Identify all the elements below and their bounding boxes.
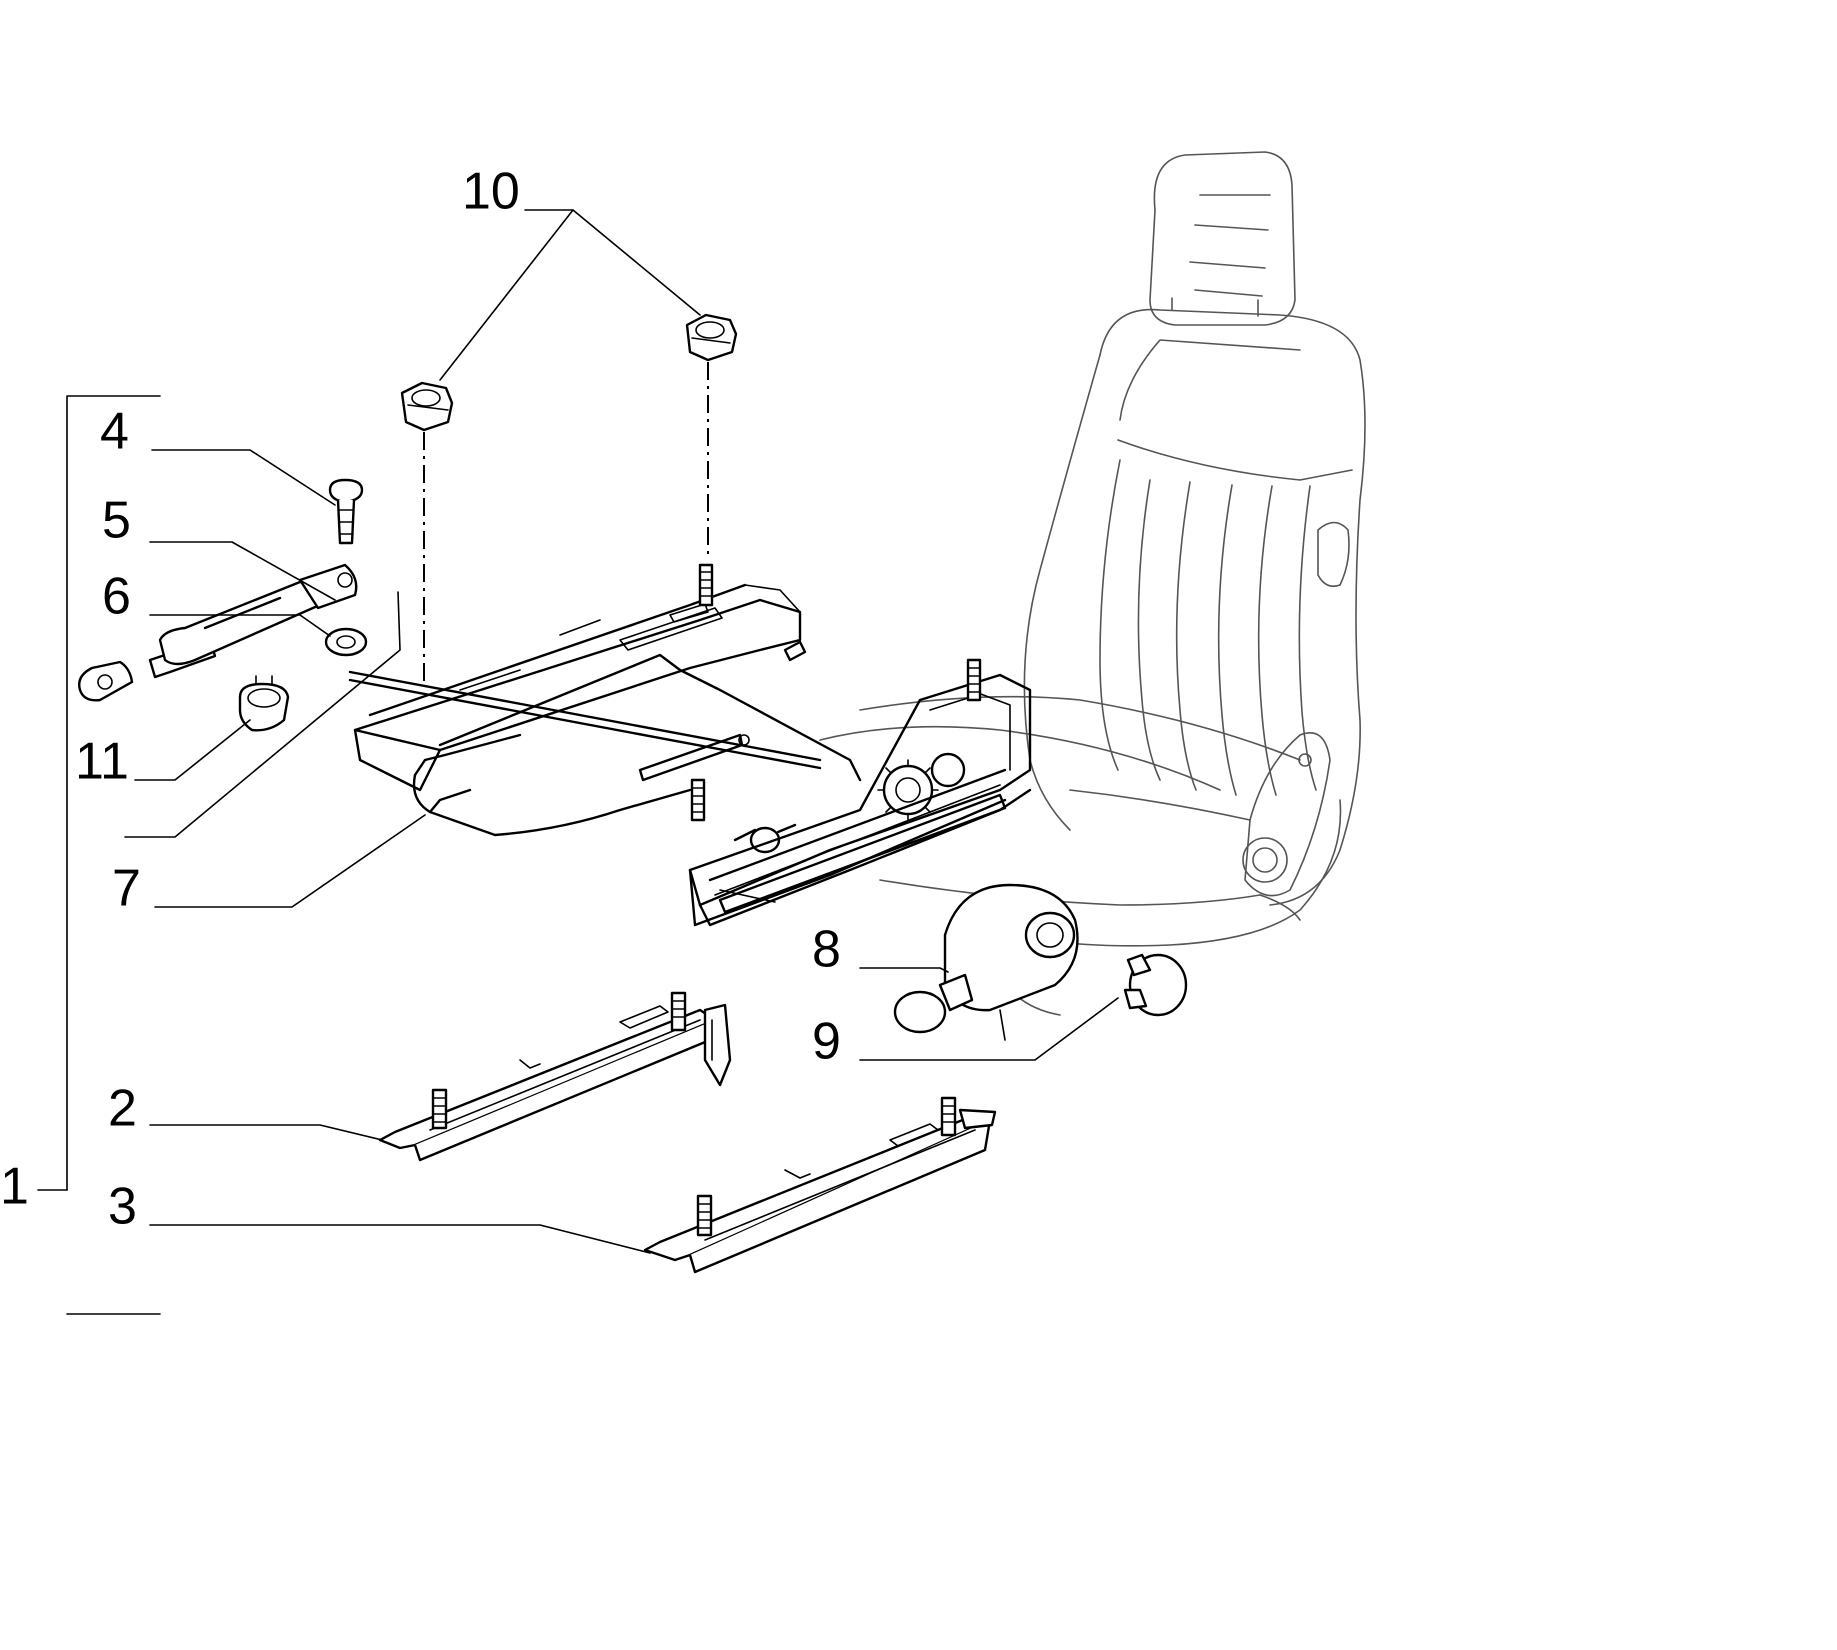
part-3-stud-front [696,1194,713,1237]
part-6-washer [324,627,368,657]
part-2-rail [378,991,732,1162]
part-2-stud-front [431,1088,448,1130]
callout-2: 2 [108,1080,137,1138]
part-10-nut-left [400,381,454,432]
part-10-nut-right [685,313,738,362]
callout-3: 3 [108,1178,137,1236]
callout-5: 5 [102,492,131,550]
callout-4: 4 [100,403,129,461]
part-2-stud-rear [670,991,687,1032]
frame-stud-rear-left [698,563,714,607]
part-3-stud-rear [940,1096,957,1137]
callout-11: 11 [75,733,129,791]
part-9-lever-handle [893,883,1079,1041]
part-3-rail [643,1096,997,1274]
callout-8: 8 [812,921,841,979]
leader-lines [37,209,1119,1315]
callout-10: 10 [462,163,520,221]
seat-frame-assembly [348,563,1032,927]
seat-outline [819,151,1366,1016]
callout-6: 6 [102,568,131,626]
callout-labels: 1 2 3 4 5 6 7 8 9 10 11 [0,163,841,1236]
part-5-gas-spring [78,563,358,702]
frame-stud-front-left [690,778,706,822]
callout-9: 9 [812,1013,841,1071]
callout-1: 1 [0,1158,29,1216]
callout-7: 7 [112,860,141,918]
frame-stud-rear-right [966,658,982,702]
part-4-bolt [328,478,364,545]
part-9-cap [1123,953,1188,1017]
